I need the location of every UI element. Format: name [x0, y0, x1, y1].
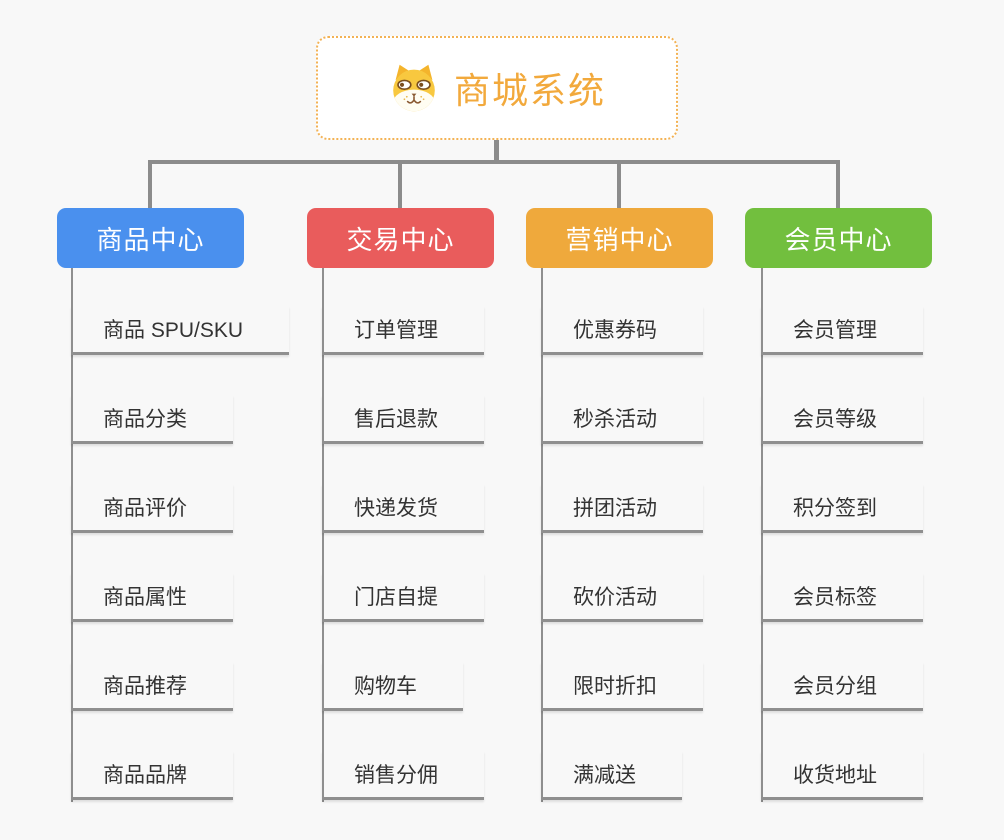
leaf-label: 商品 SPU/SKU [103, 319, 244, 342]
branch-header-product-center[interactable]: 商品中心 [57, 208, 244, 268]
leaf-node[interactable]: 优惠券码 [541, 306, 703, 355]
leaf-label: 商品品牌 [103, 764, 187, 787]
leaf-node[interactable]: 会员等级 [761, 395, 923, 444]
leaf-label: 会员分组 [793, 675, 877, 698]
leaf-label: 订单管理 [354, 319, 438, 342]
leaf-label: 商品分类 [103, 408, 187, 431]
leaf-label: 砍价活动 [573, 586, 657, 609]
leaf-label: 会员等级 [793, 408, 877, 431]
leaf-label: 售后退款 [354, 408, 438, 431]
leaf-label: 拼团活动 [573, 497, 657, 520]
leaf-node[interactable]: 秒杀活动 [541, 395, 703, 444]
root-node[interactable]: 商城系统 [316, 36, 678, 140]
branch-header-trade-center[interactable]: 交易中心 [307, 208, 494, 268]
leaf-node[interactable]: 积分签到 [761, 484, 923, 533]
column-line [322, 268, 324, 802]
column-line [71, 268, 73, 802]
column-line [541, 268, 543, 802]
leaf-label: 购物车 [354, 675, 417, 698]
branch-drop-line [148, 160, 152, 210]
leaf-node[interactable]: 快递发货 [322, 484, 484, 533]
leaf-node[interactable]: 会员分组 [761, 662, 923, 711]
leaf-node[interactable]: 门店自提 [322, 573, 484, 622]
leaf-node[interactable]: 销售分佣 [322, 751, 484, 800]
leaf-label: 门店自提 [354, 586, 438, 609]
branch-drop-line [398, 160, 402, 210]
leaf-label: 收货地址 [793, 764, 877, 787]
leaf-label: 积分签到 [793, 497, 877, 520]
leaf-node[interactable]: 会员标签 [761, 573, 923, 622]
dog-face-icon [393, 64, 435, 112]
leaf-node[interactable]: 满减送 [541, 751, 682, 800]
leaf-label: 优惠券码 [573, 319, 657, 342]
leaf-node[interactable]: 商品品牌 [71, 751, 233, 800]
leaf-node[interactable]: 商品 SPU/SKU [71, 306, 290, 355]
leaf-label: 秒杀活动 [573, 408, 657, 431]
leaf-label: 会员管理 [793, 319, 877, 342]
leaf-node[interactable]: 商品推荐 [71, 662, 233, 711]
leaf-label: 限时折扣 [573, 675, 657, 698]
leaf-node[interactable]: 收货地址 [761, 751, 923, 800]
leaf-label: 满减送 [573, 764, 636, 787]
leaf-node[interactable]: 商品分类 [71, 395, 233, 444]
leaf-label: 商品属性 [103, 586, 187, 609]
leaf-node[interactable]: 商品属性 [71, 573, 233, 622]
leaf-label: 快递发货 [354, 497, 438, 520]
leaf-label: 商品评价 [103, 497, 187, 520]
column-line [761, 268, 763, 802]
leaf-node[interactable]: 售后退款 [322, 395, 484, 444]
leaf-label: 会员标签 [793, 586, 877, 609]
branch-drop-line [836, 160, 840, 210]
branch-header-marketing-center[interactable]: 营销中心 [526, 208, 713, 268]
leaf-node[interactable]: 拼团活动 [541, 484, 703, 533]
leaf-node[interactable]: 砍价活动 [541, 573, 703, 622]
leaf-node[interactable]: 限时折扣 [541, 662, 703, 711]
root-title: 商城系统 [453, 70, 606, 111]
root-connector-line [494, 139, 499, 164]
leaf-node[interactable]: 购物车 [322, 662, 463, 711]
leaf-node[interactable]: 订单管理 [322, 306, 484, 355]
branch-drop-line [617, 160, 621, 210]
leaf-label: 商品推荐 [103, 675, 187, 698]
leaf-node[interactable]: 会员管理 [761, 306, 923, 355]
leaf-label: 销售分佣 [354, 764, 438, 787]
leaf-node[interactable]: 商品评价 [71, 484, 233, 533]
branch-header-member-center[interactable]: 会员中心 [745, 208, 932, 268]
branch-bus-line [148, 160, 839, 164]
